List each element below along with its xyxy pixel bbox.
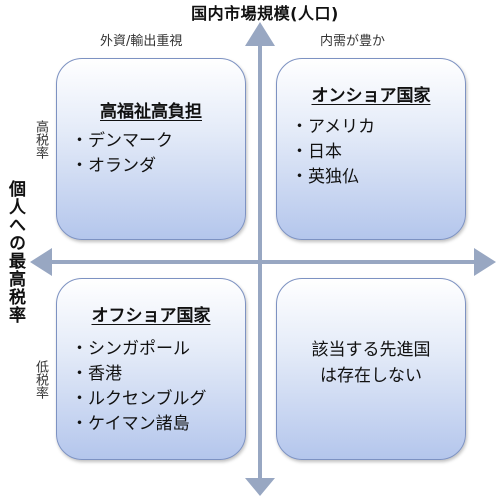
vertical-axis-arrow bbox=[245, 22, 275, 496]
horizontal-axis-arrow bbox=[30, 248, 496, 276]
list-item: オランダ bbox=[71, 154, 173, 179]
quadrant-list: アメリカ 日本 英独仏 bbox=[291, 115, 375, 190]
list-item: シンガポール bbox=[71, 337, 207, 362]
quadrant-top-right: オンショア国家 アメリカ 日本 英独仏 bbox=[276, 58, 466, 240]
text-line: 該当する先進国 bbox=[311, 340, 431, 360]
quadrant-list: デンマーク オランダ bbox=[71, 129, 173, 179]
quadrant-bottom-right: 該当する先進国 は存在しない bbox=[276, 278, 466, 460]
vertical-axis-title: 国内市場規模(人口) bbox=[191, 4, 339, 23]
low-tax-label: 低税率 bbox=[33, 360, 48, 399]
quadrant-bottom-left: オフショア国家 シンガポール 香港 ルクセンブルグ ケイマン諸島 bbox=[56, 278, 246, 460]
list-item: 香港 bbox=[71, 362, 207, 387]
quadrant-title: オンショア国家 bbox=[311, 86, 431, 106]
list-item: 英独仏 bbox=[291, 165, 375, 190]
top-left-axis-label: 外資/輸出重視 bbox=[100, 34, 183, 49]
list-item: アメリカ bbox=[291, 115, 375, 140]
list-item: ケイマン諸島 bbox=[71, 412, 207, 437]
list-item: ルクセンブルグ bbox=[71, 387, 207, 412]
text-line: は存在しない bbox=[320, 366, 422, 386]
quadrant-list: シンガポール 香港 ルクセンブルグ ケイマン諸島 bbox=[71, 337, 207, 437]
list-item: 日本 bbox=[291, 140, 375, 165]
list-item: デンマーク bbox=[71, 129, 173, 154]
quadrant-title: 高福祉高負担 bbox=[100, 102, 202, 122]
top-right-axis-label: 内需が豊か bbox=[320, 34, 386, 49]
horizontal-axis-title: 個人への最高税率 bbox=[5, 180, 25, 324]
quadrant-top-left: 高福祉高負担 デンマーク オランダ bbox=[56, 58, 246, 240]
quadrant-title: オフショア国家 bbox=[91, 306, 211, 326]
quadrant-text: 該当する先進国 は存在しない bbox=[277, 337, 465, 389]
high-tax-label: 高税率 bbox=[33, 120, 48, 159]
